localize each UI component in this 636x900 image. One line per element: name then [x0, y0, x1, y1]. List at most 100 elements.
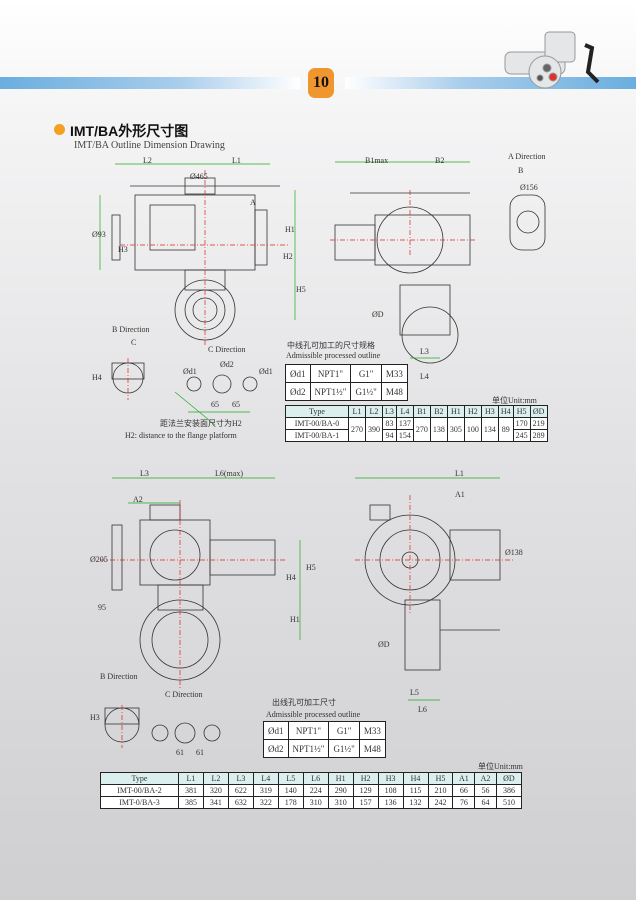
dim-label: 95	[98, 603, 106, 612]
col-header: A1	[452, 772, 476, 785]
col-header: L2	[365, 405, 383, 418]
col-header: L2	[202, 772, 229, 785]
dim-label: H5	[296, 285, 306, 294]
col-header: H2	[352, 772, 379, 785]
cell: 386	[495, 784, 523, 797]
col-header: B2	[429, 405, 448, 418]
cell: 245	[512, 429, 531, 442]
cell: IMT-00/BA-1	[285, 429, 349, 442]
dim-label: B2	[435, 156, 445, 165]
dim-label: Ø93	[92, 230, 106, 239]
dim-label: A1	[455, 490, 465, 499]
dim-label: Ød1	[259, 367, 273, 376]
cell: G1½"	[328, 739, 360, 758]
dim-label: H3	[90, 713, 100, 722]
dim-label: B Direction	[112, 325, 150, 334]
col-header: H4	[497, 405, 514, 418]
cell: 66	[452, 784, 476, 797]
table-row: IMT-00/BA-0 270 390 83 137 270 138 305 1…	[285, 417, 548, 442]
col-header: L5	[277, 772, 304, 785]
cell: 390	[365, 417, 383, 442]
col-header: Type	[100, 772, 179, 785]
col-header: L4	[395, 405, 414, 418]
cell: 310	[327, 796, 354, 809]
bullet-icon	[54, 124, 65, 135]
cell: 129	[352, 784, 379, 797]
cell: 270	[348, 417, 366, 442]
cell: NPT1"	[287, 721, 330, 740]
flange-note-en: H2: distance to the flange platform	[125, 431, 237, 440]
dim-label: L2	[143, 156, 152, 165]
dim-label: L3	[140, 469, 149, 478]
dim-label: A2	[133, 495, 143, 504]
outline-caption-cn: 中线孔可加工的尺寸规格	[287, 341, 375, 350]
cell: 290	[327, 784, 354, 797]
col-header: B1	[412, 405, 431, 418]
col-header: H4	[402, 772, 429, 785]
col-header: H5	[427, 772, 454, 785]
dim-label: H1	[285, 225, 295, 234]
cell: 170	[512, 417, 531, 430]
cell: M33	[380, 364, 408, 383]
dim-label: L1	[455, 469, 464, 478]
cell: G1"	[350, 364, 382, 383]
dim-label: Ø156	[520, 183, 538, 192]
cell: 89	[497, 417, 514, 442]
dim-label: L4	[420, 372, 429, 381]
flange-note-cn: 距法兰安装面尺寸为H2	[160, 419, 242, 428]
page-title: IMT/BA外形尺寸图	[70, 123, 189, 139]
col-header: L1	[178, 772, 204, 785]
outline-caption-en: Admissible processed outline	[286, 351, 381, 360]
col-header: H3	[480, 405, 499, 418]
cell: G1"	[328, 721, 360, 740]
dim-label: C Direction	[165, 690, 203, 699]
cell: 319	[252, 784, 279, 797]
dim-label: C	[131, 338, 137, 347]
cell: M48	[358, 739, 386, 758]
dim-label: Ø205	[90, 555, 108, 564]
col-header: L6	[302, 772, 329, 785]
cell: 270	[412, 417, 431, 442]
unit-label: 单位Unit:mm	[492, 396, 537, 405]
cell: 83	[382, 417, 397, 430]
dim-label: H4	[92, 373, 102, 382]
cell: 132	[402, 796, 429, 809]
cell: IMT-00/BA-0	[285, 417, 349, 430]
cell: 224	[302, 784, 329, 797]
outline-caption-en: Admissible processed outline	[266, 710, 361, 719]
dim-label: H1	[290, 615, 300, 624]
cell: 305	[446, 417, 465, 442]
dim-label: Ød2	[220, 360, 234, 369]
col-header: ØD	[529, 405, 548, 418]
dim-label: Ø138	[505, 548, 523, 557]
cell: 137	[395, 417, 414, 430]
cell: Ød2	[285, 382, 311, 401]
cell: 64	[474, 796, 497, 809]
cell: 56	[474, 784, 497, 797]
dim-label: B1max	[365, 156, 389, 165]
col-header: H3	[377, 772, 404, 785]
dim-label: H3	[118, 245, 128, 254]
cell: 341	[202, 796, 229, 809]
actuator-photo	[504, 31, 600, 89]
cell: 385	[178, 796, 204, 809]
cell: 140	[277, 784, 304, 797]
dim-label: 61	[176, 748, 184, 757]
dim-label: L6(max)	[215, 469, 243, 478]
dim-label: 61	[196, 748, 204, 757]
cell: IMT-00/BA-2	[100, 784, 179, 797]
cell: 115	[402, 784, 429, 797]
cell: 310	[302, 796, 329, 809]
dim-label: C Direction	[208, 345, 246, 354]
cell: 94	[382, 429, 397, 442]
cell: IMT-0/BA-3	[100, 796, 179, 809]
cell: NPT1½"	[287, 739, 330, 758]
cell: 154	[395, 429, 414, 442]
cell: Ød2	[263, 739, 289, 758]
cell: M48	[380, 382, 408, 401]
page-number: 10	[308, 68, 334, 98]
